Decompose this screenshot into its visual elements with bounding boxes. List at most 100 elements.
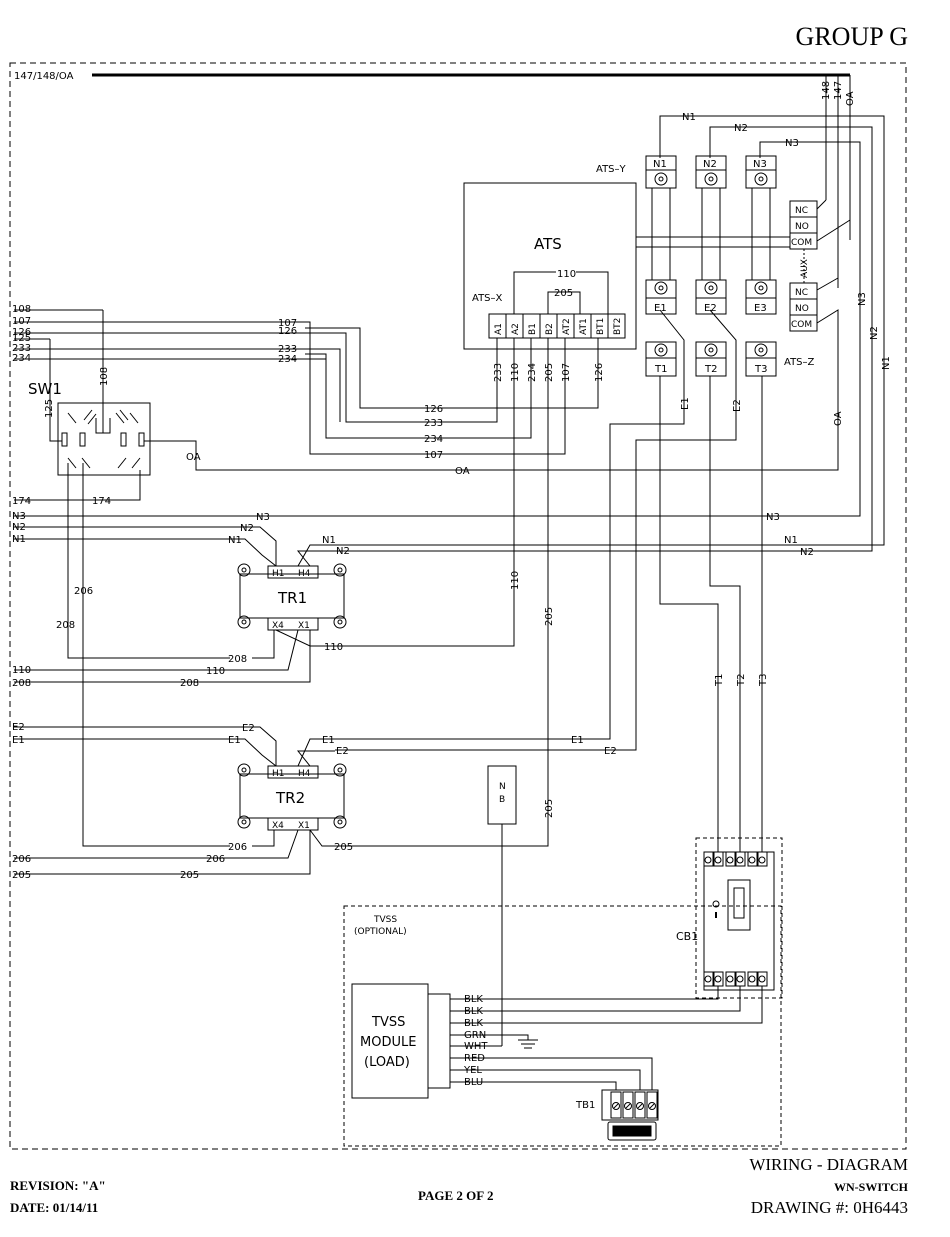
- tr1-110: 110: [324, 642, 343, 653]
- date-label: DATE: 01/14/11: [10, 1200, 99, 1215]
- left-terminal-126: 126: [12, 327, 31, 338]
- tr1-n1-in: N1: [228, 535, 242, 546]
- wire-oa-label: OA: [845, 91, 856, 106]
- sw1-174-label: 174: [92, 496, 111, 507]
- n1-top-label: N1: [682, 112, 696, 123]
- sw1-switch: SW1 108 125 174 206 208: [14, 310, 230, 847]
- ats-e3-terminal: E3: [754, 303, 767, 314]
- tvss-lead-blk-2: BLK: [464, 1018, 483, 1029]
- mid-107: 107: [424, 450, 443, 461]
- tr2-206: 206: [228, 842, 247, 853]
- drawing-title: WIRING - DIAGRAM: [749, 1155, 908, 1174]
- mid-234: 234: [424, 434, 443, 445]
- x-wire-205: 205: [544, 363, 555, 382]
- left-terminal-234: 234: [12, 353, 31, 364]
- tr1-x4: X4: [272, 621, 284, 631]
- tvss-module-line3: (LOAD): [364, 1055, 410, 1070]
- left-terminal-205: 205: [12, 870, 31, 881]
- tvss-section: TVSS (OPTIONAL) TVSS MODULE (LOAD) BLKBL…: [343, 905, 782, 1147]
- sw1-108-label: 108: [99, 367, 110, 386]
- nb-block: N B: [487, 765, 517, 1046]
- nb-b: B: [499, 795, 505, 805]
- ats-x-terminal-bt2: BT2: [613, 318, 623, 335]
- nb-n: N: [499, 782, 506, 792]
- ats-x-terminal-at2: AT2: [562, 318, 572, 335]
- ats-x-terminal-a2: A2: [511, 323, 521, 335]
- aux1-com: COM: [791, 238, 812, 248]
- drawing-number: DRAWING #: 0H6443: [750, 1198, 908, 1217]
- left-terminal-206: 206: [12, 854, 31, 865]
- tvss-module-line2: MODULE: [360, 1035, 416, 1050]
- x-wire-107: 107: [561, 363, 572, 382]
- tr2-e1-in: E1: [228, 735, 241, 746]
- left-terminal-233: 233: [12, 343, 31, 354]
- left-terminal-e1: E1: [12, 735, 25, 746]
- cb1-label: CB1: [676, 930, 698, 943]
- jumper-110-label: 110: [557, 269, 576, 280]
- tr1-h1: H1: [272, 569, 285, 579]
- x-wire-110: 110: [510, 363, 521, 382]
- left-terminal-108: 108: [12, 304, 31, 315]
- ats-x-terminal-bt1: BT1: [596, 318, 606, 335]
- mid-110-vert: 110: [510, 571, 521, 590]
- revision-label: REVISION: "A": [10, 1178, 106, 1193]
- tvss-module-line1: TVSS: [371, 1015, 405, 1030]
- e1-mid-label: E1: [571, 735, 584, 746]
- t2-vert-label: T2: [736, 674, 747, 687]
- ats-n2-terminal: N2: [703, 159, 717, 170]
- ats-e1-terminal: E1: [654, 303, 667, 314]
- ats-t2-terminal: T2: [704, 364, 717, 375]
- tvss-lead-wht-4: WHT: [464, 1041, 488, 1052]
- tr2-x4: X4: [272, 821, 284, 831]
- mid-205-vert-2: 205: [544, 799, 555, 818]
- left-terminal-174: 174: [12, 496, 31, 507]
- ats-x-label: ATS–X: [472, 293, 503, 304]
- tvss-lead-grn-3: GRN: [464, 1030, 486, 1041]
- n2-mid-label: N2: [800, 547, 814, 558]
- tvss-lead-blk-0: BLK: [464, 994, 483, 1005]
- aux1-no: NO: [795, 222, 809, 232]
- tr1-208-left: 208: [180, 678, 199, 689]
- mid-oa: OA: [455, 466, 470, 477]
- n3-mid-label: N3: [766, 512, 780, 523]
- ats-x-terminal-a1: A1: [494, 323, 504, 335]
- cb1-breaker: CB1: [676, 837, 783, 999]
- ats-x-terminal-b2: B2: [545, 323, 555, 335]
- left-terminal-208: 208: [12, 678, 31, 689]
- aux2-nc: NC: [795, 288, 808, 298]
- tr1-208: 208: [228, 654, 247, 665]
- aux2-com: COM: [791, 320, 812, 330]
- n2-right-label: N2: [869, 326, 880, 340]
- sw1-125-label: 125: [44, 399, 55, 418]
- x-wire-126: 126: [594, 363, 605, 382]
- ats-aux-block: NC NO COM NC NO COM AUX: [150, 199, 851, 471]
- wire-147-label: 147: [833, 81, 844, 100]
- ats-title: ATS: [534, 235, 562, 253]
- tr2-x1: X1: [298, 821, 310, 831]
- tb1-label: TB1: [575, 1100, 595, 1111]
- wire-208-label: 208: [56, 620, 75, 631]
- ats-e2-terminal: E2: [704, 303, 717, 314]
- page-number: PAGE 2 OF 2: [418, 1188, 494, 1203]
- tr2-h4: H4: [298, 769, 311, 779]
- tvss-lead-blk-1: BLK: [464, 1006, 483, 1017]
- mid-233: 233: [424, 418, 443, 429]
- tr1-n1-out: N1: [322, 535, 336, 546]
- jumper-205-label: 205: [554, 288, 573, 299]
- ats-x-terminal-at1: AT1: [579, 318, 589, 335]
- t1-vert-label: T1: [714, 674, 725, 687]
- tr2-transformer: TR2 H1 H4 X4 X1 E2 E1 E1 E2 206 205 206 …: [14, 723, 353, 881]
- tr1-n2-out: N2: [336, 546, 350, 557]
- tr2-205: 205: [334, 842, 353, 853]
- left-terminal-lines: [14, 309, 341, 517]
- n3-right-label: N3: [857, 292, 868, 306]
- mid-205-vert: 205: [544, 607, 555, 626]
- e2-vert-label: E2: [732, 399, 743, 412]
- wire-206-label: 206: [74, 586, 93, 597]
- tr2-206-left: 206: [206, 854, 225, 865]
- tr1-110-left: 110: [206, 666, 225, 677]
- e1-vert-label: E1: [680, 397, 691, 410]
- e2-mid-label: E2: [604, 746, 617, 757]
